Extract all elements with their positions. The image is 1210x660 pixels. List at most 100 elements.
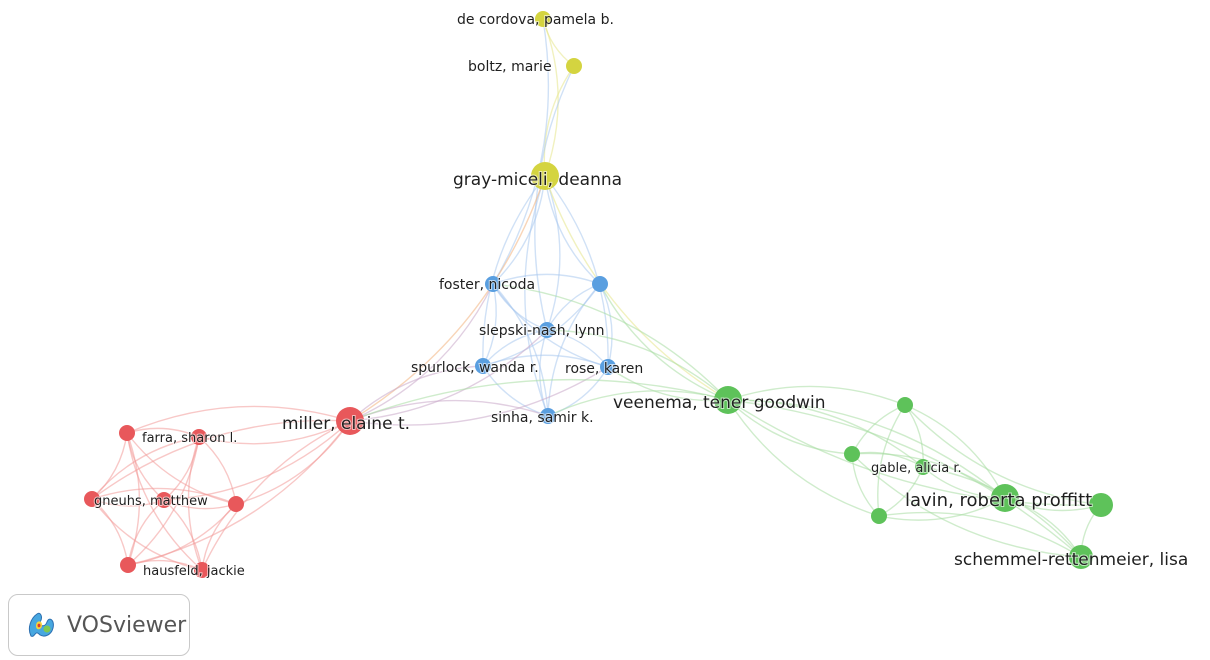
edge-green_low-schemmel (878, 511, 1082, 558)
edge-miller-red_left_mid (91, 419, 351, 500)
edge-red_left_mid-red_right_mid (91, 487, 237, 505)
node-label-veenema[interactable]: veenema, tener goodwin (612, 392, 827, 414)
edge-veenema-green_mid (727, 399, 853, 455)
node-spurlock[interactable] (475, 358, 491, 374)
edge-graymiceli-spurlock (482, 175, 546, 367)
edge-green_top-lavin (904, 404, 1006, 499)
edge-decordova-graymiceli (542, 18, 559, 177)
node-sinha[interactable] (540, 408, 556, 424)
node-green_right[interactable] (1089, 493, 1113, 517)
edge-foster-spurlock (482, 283, 497, 367)
edge-graymiceli-miller (349, 175, 546, 422)
edge-red_left_top-red_left_bot (126, 432, 141, 566)
edge-foster-blue_unlabeled (492, 273, 601, 285)
node-label-farra[interactable]: farra, sharon l. (141, 430, 238, 447)
edge-veenema-slepski (546, 329, 729, 401)
edge-spurlock-rose (482, 354, 609, 368)
node-label-slepski[interactable]: slepski-nash, lynn (478, 322, 605, 340)
node-label-spurlock[interactable]: spurlock, wanda r. (410, 359, 540, 377)
edge-green_mid-schemmel (851, 453, 1082, 558)
node-decordova[interactable] (535, 11, 551, 27)
node-rose[interactable] (600, 359, 616, 375)
node-red_left_top[interactable] (119, 425, 135, 441)
edge-miller-gneuhs (163, 420, 351, 501)
edge-green_low-lavin (878, 497, 1006, 521)
edge-red_left_top-hausfeld (126, 432, 203, 571)
vosviewer-badge[interactable]: VOSviewer (8, 594, 190, 656)
node-label-boltz[interactable]: boltz, marie (467, 58, 553, 76)
node-green_low[interactable] (871, 508, 887, 524)
node-foster[interactable] (485, 276, 501, 292)
edge-blue_unlabeled-sinha (547, 283, 601, 417)
node-graymiceli[interactable] (531, 162, 559, 190)
node-label-decordova[interactable]: de cordova, pamela b. (456, 11, 615, 29)
vosviewer-logo-icon (25, 606, 57, 645)
edge-veenema-blue_unlabeled (599, 283, 729, 401)
edge-graymiceli-rose (544, 175, 609, 368)
node-red_left_mid[interactable] (84, 491, 100, 507)
edge-veenema-lavin (727, 399, 1006, 499)
edge-red_right_mid-red_left_bot (127, 503, 237, 566)
edge-miller-spurlock (349, 365, 484, 422)
node-label-gable[interactable]: gable, alicia r. (870, 460, 963, 477)
edge-foster-sinha (492, 283, 549, 417)
node-miller[interactable] (336, 407, 364, 435)
edge-miller-hausfeld (201, 420, 351, 571)
edge-farra-red_left_bot (127, 436, 200, 566)
edge-miller-slepski (349, 329, 548, 422)
node-label-miller[interactable]: miller, elaine t. (281, 413, 411, 435)
edge-graymiceli-sinha (524, 175, 549, 417)
edge-green_top-green_right (904, 404, 1102, 506)
edge-veenema-sinha (547, 390, 729, 417)
edge-slepski-sinha (539, 329, 549, 417)
node-schemmel[interactable] (1069, 545, 1093, 569)
edge-graymiceli-veenema (544, 175, 729, 401)
node-label-foster[interactable]: foster, nicoda (438, 276, 536, 294)
node-gneuhs[interactable] (156, 492, 172, 508)
node-slepski[interactable] (539, 322, 555, 338)
node-label-rose[interactable]: rose, karen (564, 360, 644, 378)
edge-farra-hausfeld (187, 436, 203, 571)
network-nodes (84, 11, 1113, 578)
node-farra[interactable] (191, 429, 207, 445)
edge-decordova-foster (492, 18, 550, 285)
edge-miller-red_left_top (126, 405, 351, 434)
edge-gneuhs-hausfeld (163, 499, 203, 571)
edge-red_left_top-red_left_mid (91, 432, 128, 500)
edge-red_left_top-red_right_mid (126, 432, 237, 505)
node-veenema[interactable] (714, 386, 742, 414)
edge-graymiceli-blue_unlabeled (544, 175, 601, 285)
edge-blue_unlabeled-rose (599, 283, 613, 368)
edge-boltz-slepski (534, 65, 575, 331)
node-gable[interactable] (915, 459, 931, 475)
node-label-lavin[interactable]: lavin, roberta proffitt (904, 489, 1093, 512)
edge-veenema-schemmel (727, 399, 1082, 558)
node-hausfeld[interactable] (194, 562, 210, 578)
edge-veenema-rose (607, 366, 729, 402)
vosviewer-logo-text: VOSviewer (67, 612, 187, 638)
edge-veenema-green_low (727, 399, 880, 517)
edge-red_left_mid-hausfeld (91, 498, 203, 571)
edge-miller-foster (349, 283, 494, 422)
node-label-schemmel[interactable]: schemmel-rettenmeier, lisa (953, 549, 1189, 571)
node-boltz[interactable] (566, 58, 582, 74)
edge-miller-rose (349, 366, 609, 426)
node-blue_unlabeled[interactable] (592, 276, 608, 292)
node-green_top[interactable] (897, 397, 913, 413)
edge-veenema-green_right (727, 399, 1102, 506)
edge-veenema-foster (492, 283, 729, 401)
node-label-graymiceli[interactable]: gray-miceli, deanna (452, 169, 623, 191)
node-label-gneuhs[interactable]: gneuhs, matthew (93, 493, 209, 510)
edge-green_top-green_low (877, 404, 906, 517)
node-lavin[interactable] (991, 484, 1019, 512)
node-label-hausfeld[interactable]: hausfeld, jackie (142, 563, 246, 580)
network-labels: de cordova, pamela b. boltz, marie gray-mi… (93, 11, 1189, 580)
node-red_right_mid[interactable] (228, 496, 244, 512)
edge-miller-farra (198, 420, 351, 445)
edge-veenema-green_top (727, 385, 906, 406)
network-edges (91, 18, 1102, 571)
node-label-sinha[interactable]: sinha, samir k. (490, 409, 595, 427)
node-red_left_bot[interactable] (120, 557, 136, 573)
node-green_mid[interactable] (844, 446, 860, 462)
